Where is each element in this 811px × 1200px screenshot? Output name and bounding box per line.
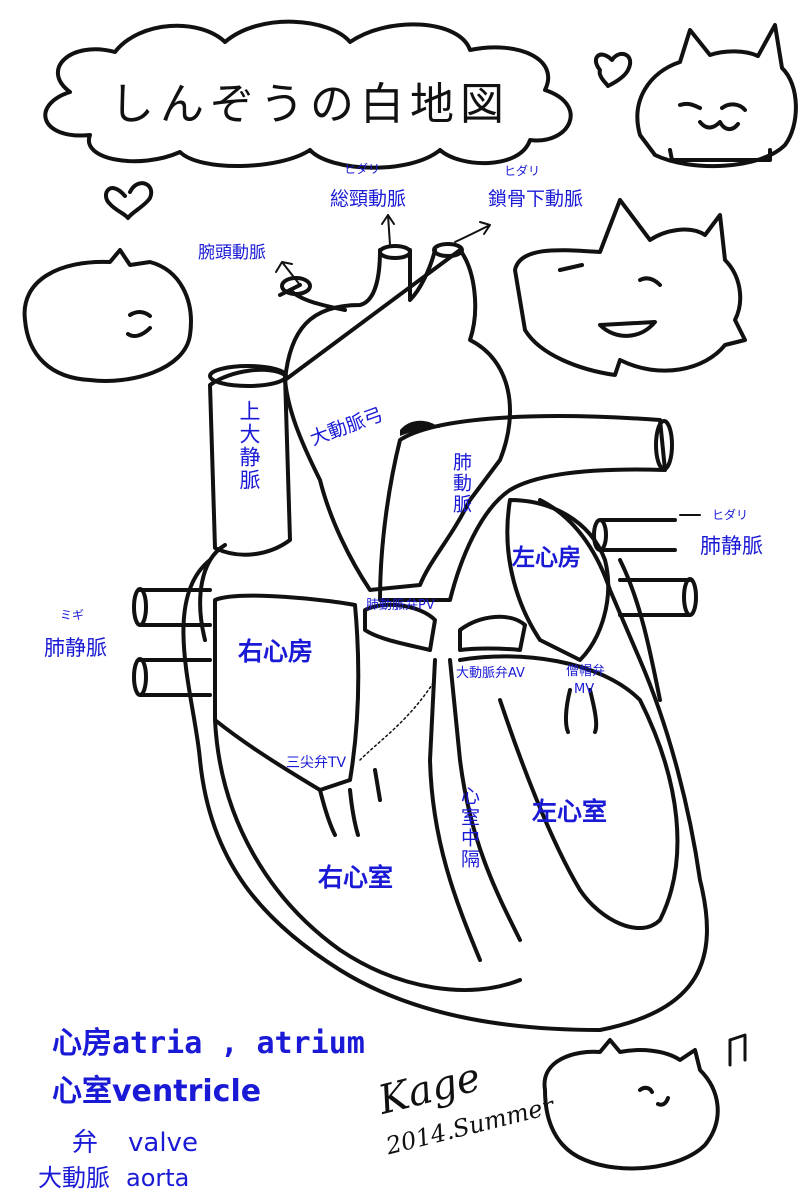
label-right-ventricle: 右心室 [318, 863, 394, 892]
glossary-en: aorta [126, 1164, 190, 1192]
label-left-atrium: 左心房 [512, 545, 581, 571]
glossary-row: 弁 valve [72, 1122, 198, 1159]
glossary-jp: 弁 [72, 1128, 99, 1158]
heart-body-outline [181, 498, 709, 1032]
title-cloud [43, 19, 573, 170]
tricuspid-valve-leaflet [318, 768, 382, 837]
blob-left [22, 248, 193, 383]
label-subclavian-side: ヒダリ [504, 164, 541, 178]
glossary-row: 心室ventricle [52, 1066, 261, 1110]
label-mitral-valve-jp: 僧帽弁 [566, 664, 606, 679]
glossary-jp: 心房 [52, 1026, 112, 1061]
glossary-en: ventricle [112, 1074, 262, 1109]
glossary-en: valve [128, 1128, 198, 1158]
label-left-pulmonary-vein-side: ヒダリ [712, 508, 749, 522]
label-right-pulmonary-vein: 肺静脈 [44, 636, 107, 660]
glossary-jp: 心室 [52, 1074, 112, 1109]
label-subclavian: 鎖骨下動脈 [488, 188, 584, 210]
label-right-pulmonary-vein-side: ミギ [60, 608, 85, 622]
cat-top-right [635, 23, 798, 169]
label-left-pulmonary-vein: 肺静脈 [700, 534, 763, 558]
glossary-row: 心房atria , atrium [52, 1018, 365, 1062]
mitral-valve-leaflet [563, 688, 599, 734]
left-atrium-outline [505, 498, 611, 662]
label-common-carotid-side: ヒダリ [344, 162, 381, 176]
glossary-en: atria , atrium [112, 1026, 365, 1061]
blob-bottom-right [542, 1038, 720, 1171]
aortic-arch-outline [283, 248, 512, 592]
septum-outline [428, 658, 482, 962]
label-brachiocephalic-artery: 腕頭動脈 [198, 243, 266, 263]
heart-doodle-2 [593, 51, 632, 88]
label-pulmonary-artery: 肺動脈 [450, 452, 472, 515]
label-aortic-valve: 大動脈弁AV [456, 666, 525, 681]
superior-vena-cava-outline [208, 367, 292, 557]
label-mitral-valve-en: MV [574, 682, 595, 697]
label-right-atrium: 右心房 [238, 637, 314, 666]
page-title: しんぞうの白地図 [110, 79, 510, 130]
label-tricuspid-valve: 三尖弁TV [286, 755, 347, 771]
aortic-valve-outline [458, 614, 527, 652]
heart-doodle-1 [104, 181, 154, 220]
glossary-jp: 大動脈 [38, 1164, 110, 1192]
right-atrium-outline [213, 593, 361, 792]
label-septum: 心室中隔 [458, 786, 480, 870]
label-common-carotid: 総頸動脈 [330, 188, 407, 210]
pulmonary-artery-outline [378, 414, 667, 602]
cat-right [513, 198, 747, 377]
label-superior-vena-cava: 上大静脈 [237, 400, 261, 492]
label-pulmonary-valve: 肺動脈弁PV [366, 598, 435, 613]
pulmonary-valve-outline [363, 602, 437, 652]
glossary-row: 大動脈 aorta [38, 1158, 189, 1193]
label-left-ventricle: 左心室 [532, 797, 608, 826]
